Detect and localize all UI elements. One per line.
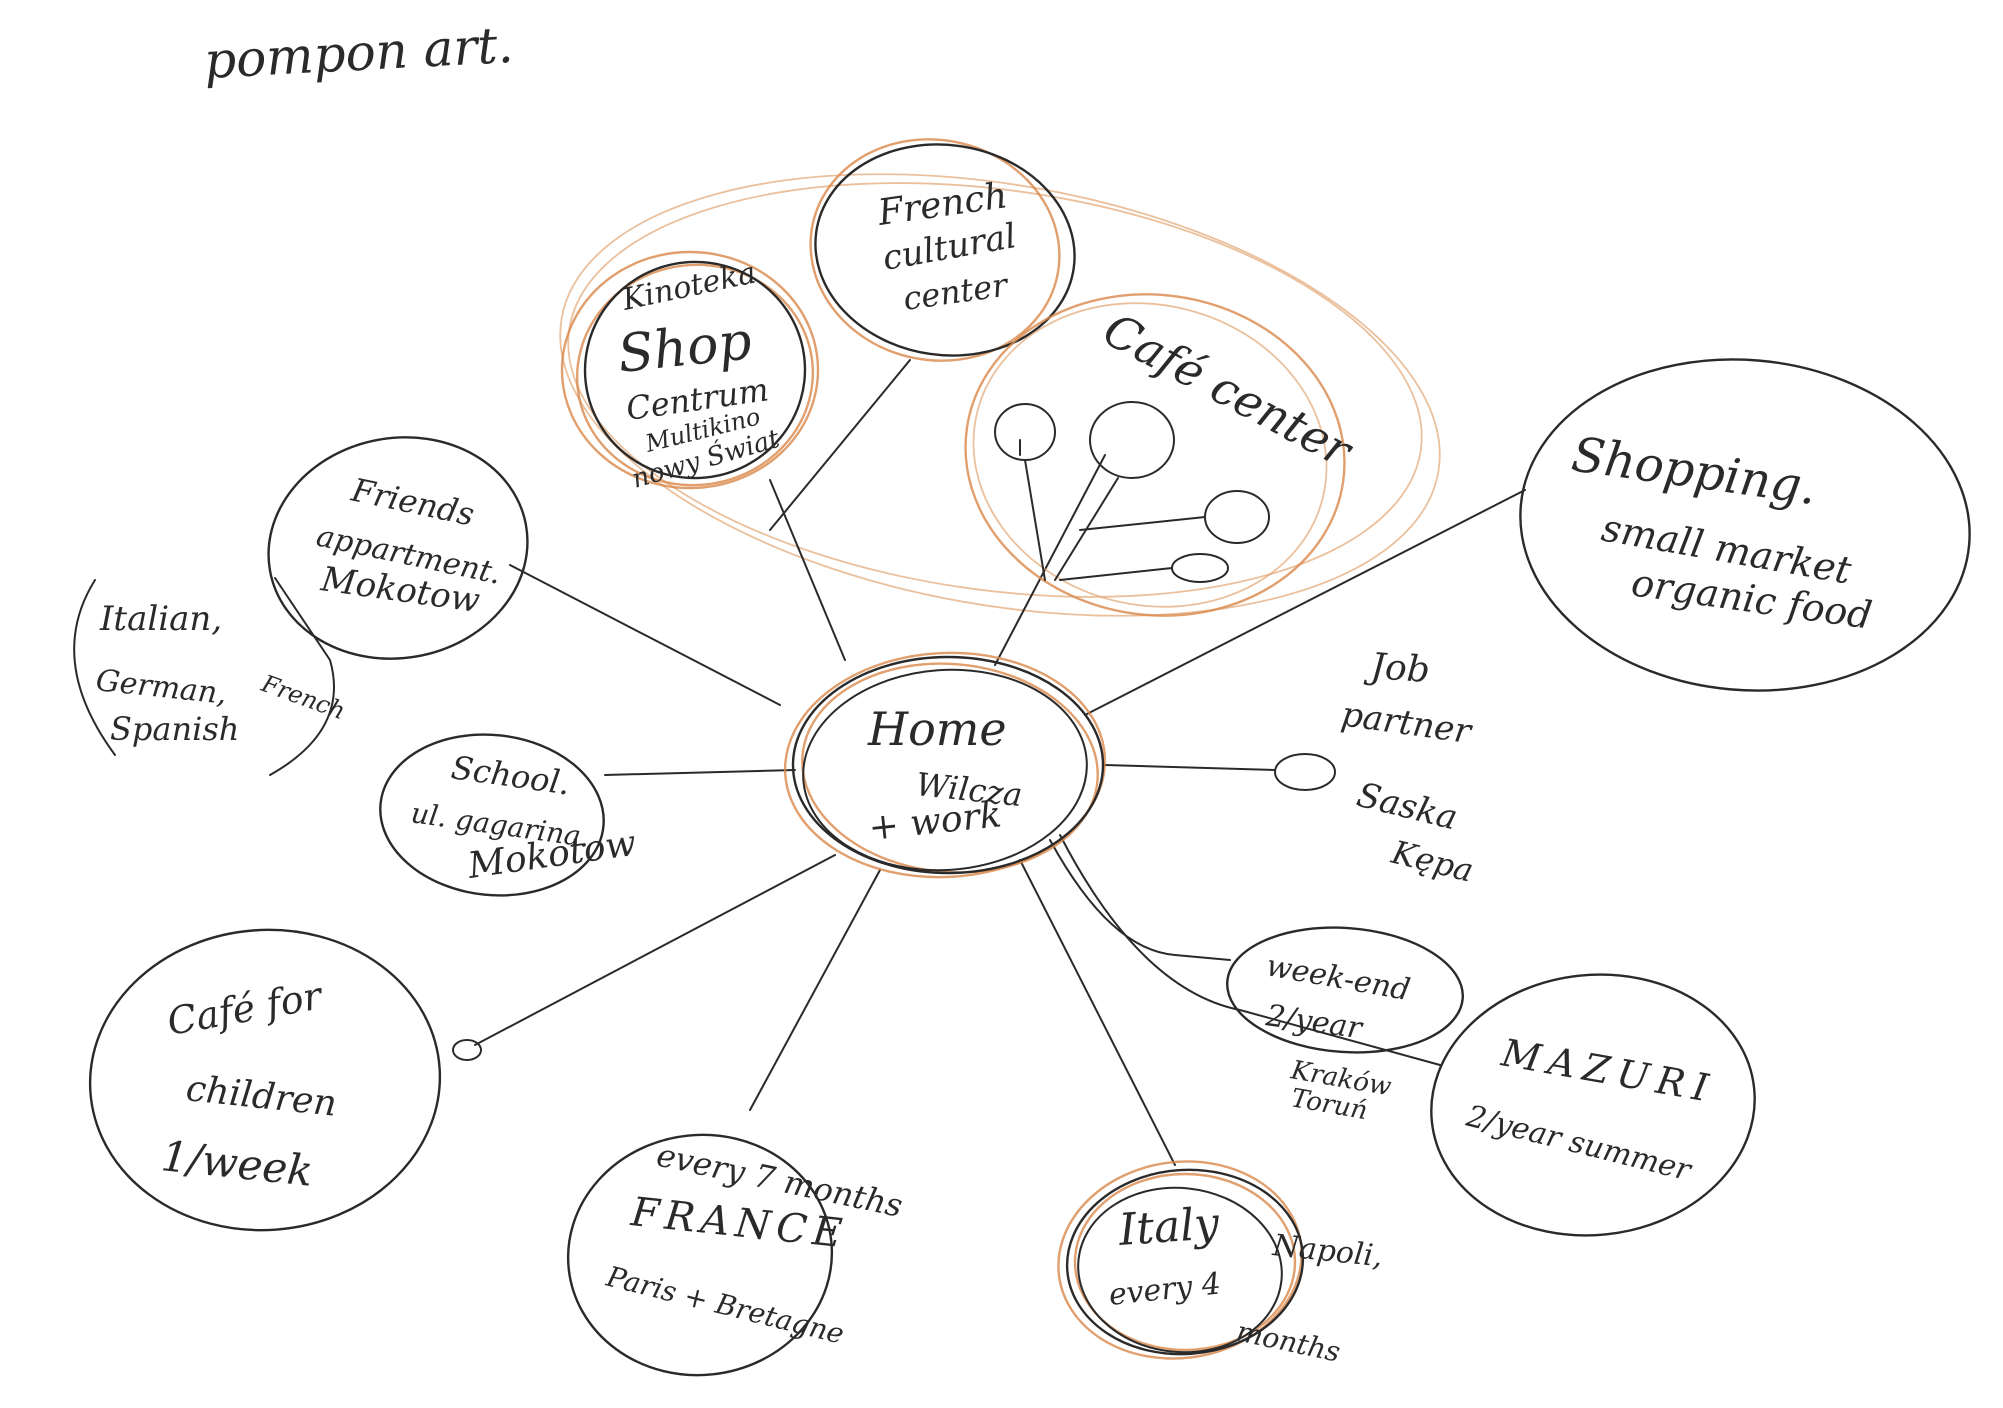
connector-kinoteka	[769, 479, 846, 661]
node-italy: Italy Napoli, every 4 months	[1057, 1160, 1384, 1369]
cafe-children-line-2: children	[184, 1068, 339, 1125]
job-line-3: Saska	[1353, 775, 1462, 838]
languages-line-4: Spanish	[110, 710, 239, 748]
diagram-title: pompon art.	[203, 16, 515, 90]
connector-mazuri	[1059, 834, 1441, 1066]
connector-cafe-children	[474, 854, 836, 1046]
cafe-sub-circle-2	[1089, 401, 1175, 479]
connector-italy	[1019, 859, 1176, 1166]
france-line-3: Paris + Bretagne	[602, 1260, 847, 1351]
connector-school	[604, 769, 796, 776]
mazuri-line-1: MAZURI	[1497, 1030, 1719, 1111]
cafe-sub-circle-1	[994, 403, 1056, 461]
node-shopping: Shopping. small market organic food	[1519, 358, 1971, 692]
school-line-1: School.	[449, 748, 573, 802]
node-cafe-children: Café for children 1/week	[88, 928, 482, 1232]
node-mazuri: MAZURI 2/year summer	[1430, 973, 1756, 1237]
node-languages: Italian, German, French Spanish	[73, 577, 349, 776]
mazuri-line-2: 2/year summer	[1462, 1099, 1696, 1189]
cafe-children-line-3: 1/week	[159, 1131, 315, 1196]
italy-line-4: months	[1234, 1315, 1344, 1369]
connector-job	[1104, 764, 1276, 771]
cafe-children-marker	[452, 1039, 482, 1061]
home-line-1: Home	[867, 702, 1007, 756]
connectors	[474, 359, 1526, 1166]
italy-line-3: every 4	[1107, 1266, 1222, 1313]
shopping-line-1: Shopping.	[1568, 426, 1820, 516]
cafe-center-label: Café center	[1095, 302, 1363, 479]
italy-line-2: Napoli,	[1270, 1228, 1384, 1274]
connector-french	[769, 359, 911, 531]
weekend-line-1: week-end	[1264, 948, 1413, 1008]
cafe-children-line-1: Café for	[164, 973, 328, 1044]
kinoteka-line-2: Shop	[615, 311, 754, 385]
node-kinoteka: Kinoteka Shop Centrum Multikino nowy Świ…	[560, 250, 820, 495]
node-france: every 7 months FRANCE Paris + Bretagne	[566, 1133, 906, 1377]
italy-line-1: Italy	[1116, 1198, 1222, 1256]
node-home: Home Wilcza + work	[783, 651, 1107, 879]
connector-cafe-center	[994, 454, 1106, 666]
node-cafe-center: Café center	[964, 293, 1363, 617]
connector-france	[749, 869, 881, 1111]
connector-weekend	[1049, 839, 1231, 961]
job-line-1: Job	[1362, 646, 1431, 692]
cafe-sub-circle-4	[1171, 553, 1229, 583]
node-friends: Friends appartment. Mokotow	[267, 436, 529, 660]
connector-shopping	[1084, 489, 1526, 716]
languages-line-3: French	[257, 669, 349, 725]
languages-bracket-right	[269, 577, 335, 776]
friends-line-1: Friends	[347, 470, 477, 533]
job-line-2: partner	[1339, 694, 1475, 752]
node-school: School. ul. gagarina. Mokotow	[379, 733, 639, 897]
node-weekend: week-end 2/year Kraków Toruń	[1226, 926, 1464, 1126]
cafe-sub-circle-3	[1204, 490, 1270, 544]
node-french-center: French cultural center	[809, 138, 1076, 362]
node-job: Job partner Saska Kępa	[1274, 646, 1477, 890]
job-line-4: Kępa	[1387, 833, 1477, 890]
languages-line-2: German,	[94, 663, 228, 712]
languages-bracket-left	[73, 579, 116, 756]
languages-line-1: Italian,	[99, 599, 222, 639]
home-line-3: + work	[867, 794, 1004, 849]
job-marker	[1274, 753, 1336, 791]
connector-friends	[509, 564, 781, 706]
